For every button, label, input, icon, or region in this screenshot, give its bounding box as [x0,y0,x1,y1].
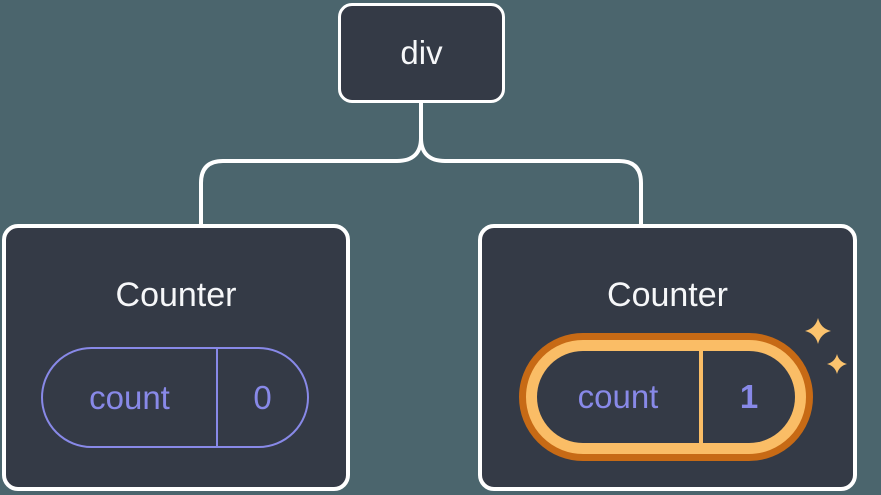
connector-branch-right [419,136,643,232]
state-pill-value: 0 [216,349,307,446]
state-pill-value: 1 [699,351,795,443]
sparkles-icon [805,318,847,374]
counter-node-title: Counter [607,276,728,314]
counter-node-left: Counter count 0 [2,224,350,491]
connector-branch-left [199,136,423,232]
counter-node-title: Counter [115,276,237,314]
sparkle-large-icon [805,318,831,344]
div-node-label: div [400,34,443,71]
div-node: div [338,3,505,103]
state-pill-label: count [577,378,659,415]
counter-node-right: Counter count 1 [478,224,857,491]
sparkle-small-icon [827,354,847,374]
state-pill: count 1 [537,351,795,443]
state-pill-label: count [89,378,170,416]
state-pill-highlight-ring: count 1 [519,333,813,461]
state-pill: count 0 [41,347,309,448]
